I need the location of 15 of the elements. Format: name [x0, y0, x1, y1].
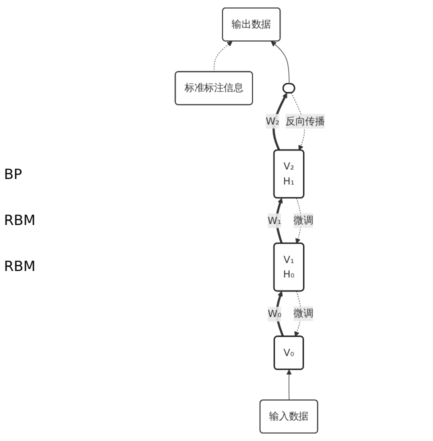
arrow	[276, 291, 285, 337]
arrow	[271, 41, 290, 84]
edge-label: 反向传播	[286, 115, 326, 127]
edge-label: 微调	[294, 214, 314, 226]
group-label: BP	[4, 166, 24, 182]
arrow	[276, 198, 284, 244]
edge-label: W₁	[268, 214, 282, 226]
group-label: RBM	[4, 258, 36, 274]
group-label: RBM	[4, 212, 36, 228]
arrow	[214, 41, 233, 72]
edge-label: 微调	[294, 308, 314, 320]
arrow	[286, 369, 292, 401]
arrow	[273, 92, 288, 151]
edge-label: W₂	[266, 115, 280, 127]
edge-label: W₀	[268, 308, 282, 320]
